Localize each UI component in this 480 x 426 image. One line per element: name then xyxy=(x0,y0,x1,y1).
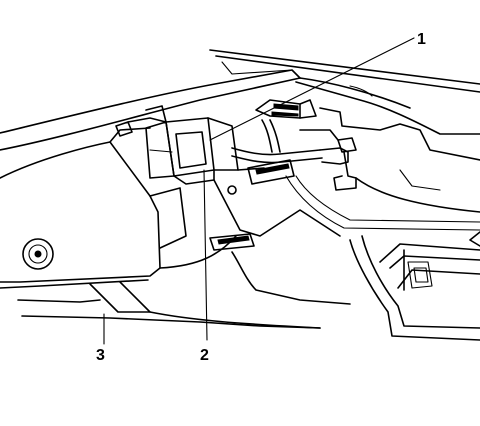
left-housing xyxy=(0,127,187,303)
mounting-plate xyxy=(209,99,341,251)
callout-leaders xyxy=(103,37,415,345)
linkage-rod xyxy=(299,107,480,213)
wiring-harness xyxy=(231,119,480,231)
lower-dash-contour xyxy=(231,231,480,341)
callout-label-2: 2 xyxy=(200,347,209,364)
callout-label-3: 3 xyxy=(96,347,105,364)
lower-bracket-strap xyxy=(21,235,321,329)
dash-top-panel xyxy=(0,49,480,151)
sensor-module xyxy=(115,105,239,185)
leader-2 xyxy=(203,169,208,341)
leader-1 xyxy=(209,37,415,141)
callout-label-1: 1 xyxy=(417,31,426,48)
